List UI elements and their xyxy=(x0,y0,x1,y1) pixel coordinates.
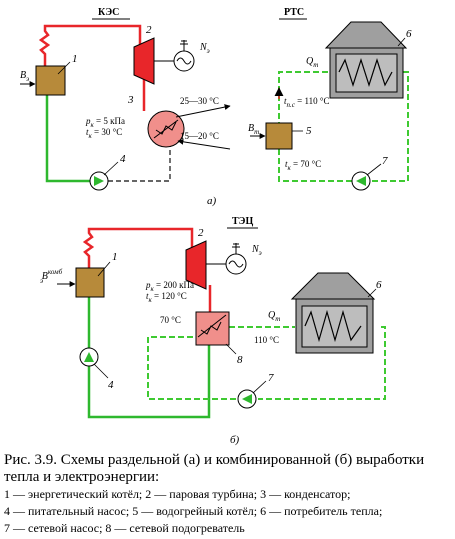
steam-turbine xyxy=(133,37,155,85)
cw-cold-label: 15—20 °C xyxy=(180,131,219,141)
tec-return-line xyxy=(87,345,211,419)
leader-7 xyxy=(252,380,267,394)
pump-arrow-icon xyxy=(356,176,366,186)
water-boiler xyxy=(265,122,293,150)
sub-label-a: а) xyxy=(207,195,217,207)
b-t-label: Bт xyxy=(248,123,259,136)
q-t-label: Qт xyxy=(268,310,280,323)
rts-scheme: РТС 6 Qт 5 Bт tп.с = 110 °C tк = 70 °C 7 xyxy=(248,7,412,191)
radiator-coil xyxy=(338,58,393,87)
t70-label: 70 °C xyxy=(160,315,181,325)
q-t-label: Qт xyxy=(306,56,318,69)
leader-6 xyxy=(397,37,406,47)
sub-label-b: б) xyxy=(230,434,240,446)
label-7: 7 xyxy=(382,155,388,167)
kes-steam-line xyxy=(38,24,142,66)
tec-network-loop xyxy=(147,326,386,400)
boiler-hatch xyxy=(57,61,71,75)
t110-label: 110 °C xyxy=(254,335,279,345)
pump-arrow-icon xyxy=(94,176,104,186)
tec-label: ТЭЦ xyxy=(232,216,253,227)
figure-caption: Рис. 3.9. Схемы раздельной (а) и комбини… xyxy=(4,452,454,537)
caption-legend: 1 — энергетический котёл; 2 — паровая ту… xyxy=(4,487,383,535)
tk-label: tк = 120 °C xyxy=(146,291,187,304)
cw-in-line xyxy=(177,138,231,150)
label-6: 6 xyxy=(376,279,382,291)
pk-label: pк = 200 кПа xyxy=(145,280,194,293)
label-5: 5 xyxy=(306,125,312,137)
label-4: 4 xyxy=(108,379,114,391)
label-1: 1 xyxy=(112,251,118,263)
heat-consumer-roof xyxy=(324,21,408,49)
pump-arrow-icon xyxy=(84,352,94,362)
leader-8 xyxy=(225,343,237,355)
energy-boiler xyxy=(75,267,105,298)
label-7: 7 xyxy=(268,372,274,384)
tec-steam-line xyxy=(82,227,194,268)
sine-wave-icon xyxy=(228,260,244,268)
label-2: 2 xyxy=(146,24,152,36)
label-3: 3 xyxy=(127,94,134,106)
rts-network-loop xyxy=(278,71,409,182)
pk-label: pк = 5 кПа xyxy=(85,116,125,129)
sine-wave-icon xyxy=(176,57,192,65)
heat-consumer-roof xyxy=(290,272,376,300)
n-e-label: Nэ xyxy=(199,42,210,55)
pump-arrow-icon xyxy=(242,394,252,404)
label-2: 2 xyxy=(198,227,204,239)
cw-hot-label: 25—30 °C xyxy=(180,96,219,106)
radiator-coil xyxy=(304,309,362,343)
n-e-label: Nэ xyxy=(251,244,262,257)
leader-6 xyxy=(367,288,377,298)
kes-condensate-line xyxy=(108,145,171,182)
kes-scheme: КЭС 1 Bэ 2 Nэ 3 25—30 °C xyxy=(20,7,231,207)
leader-7 xyxy=(366,163,382,176)
condenser-coil xyxy=(153,119,179,139)
kes-feedwater-line xyxy=(45,95,90,183)
label-1: 1 xyxy=(72,53,78,65)
leader-4 xyxy=(93,363,109,379)
label-4: 4 xyxy=(120,153,126,165)
cw-out-line xyxy=(175,104,231,118)
tk2-label: tк = 70 °C xyxy=(285,159,321,172)
energy-boiler xyxy=(35,65,66,96)
schematic-diagram: КЭС 1 Bэ 2 Nэ 3 25—30 °C xyxy=(20,7,412,446)
heat-consumer-window xyxy=(335,53,398,93)
label-6: 6 xyxy=(406,28,412,40)
label-8: 8 xyxy=(237,354,243,366)
tk-label: tк = 30 °C xyxy=(86,127,122,140)
steam-turbine xyxy=(185,240,207,290)
heater-coil xyxy=(197,314,227,338)
caption-title: Рис. 3.9. Схемы раздельной (а) и комбини… xyxy=(4,452,425,485)
b-e-label: Bэ xyxy=(20,70,29,83)
kes-label: КЭС xyxy=(98,7,119,18)
leader-4 xyxy=(103,161,119,176)
rts-label: РТС xyxy=(284,7,304,18)
leader-1 xyxy=(97,261,111,277)
heat-consumer-window xyxy=(301,305,368,348)
tpc-label: tп.с = 110 °C xyxy=(284,96,329,109)
